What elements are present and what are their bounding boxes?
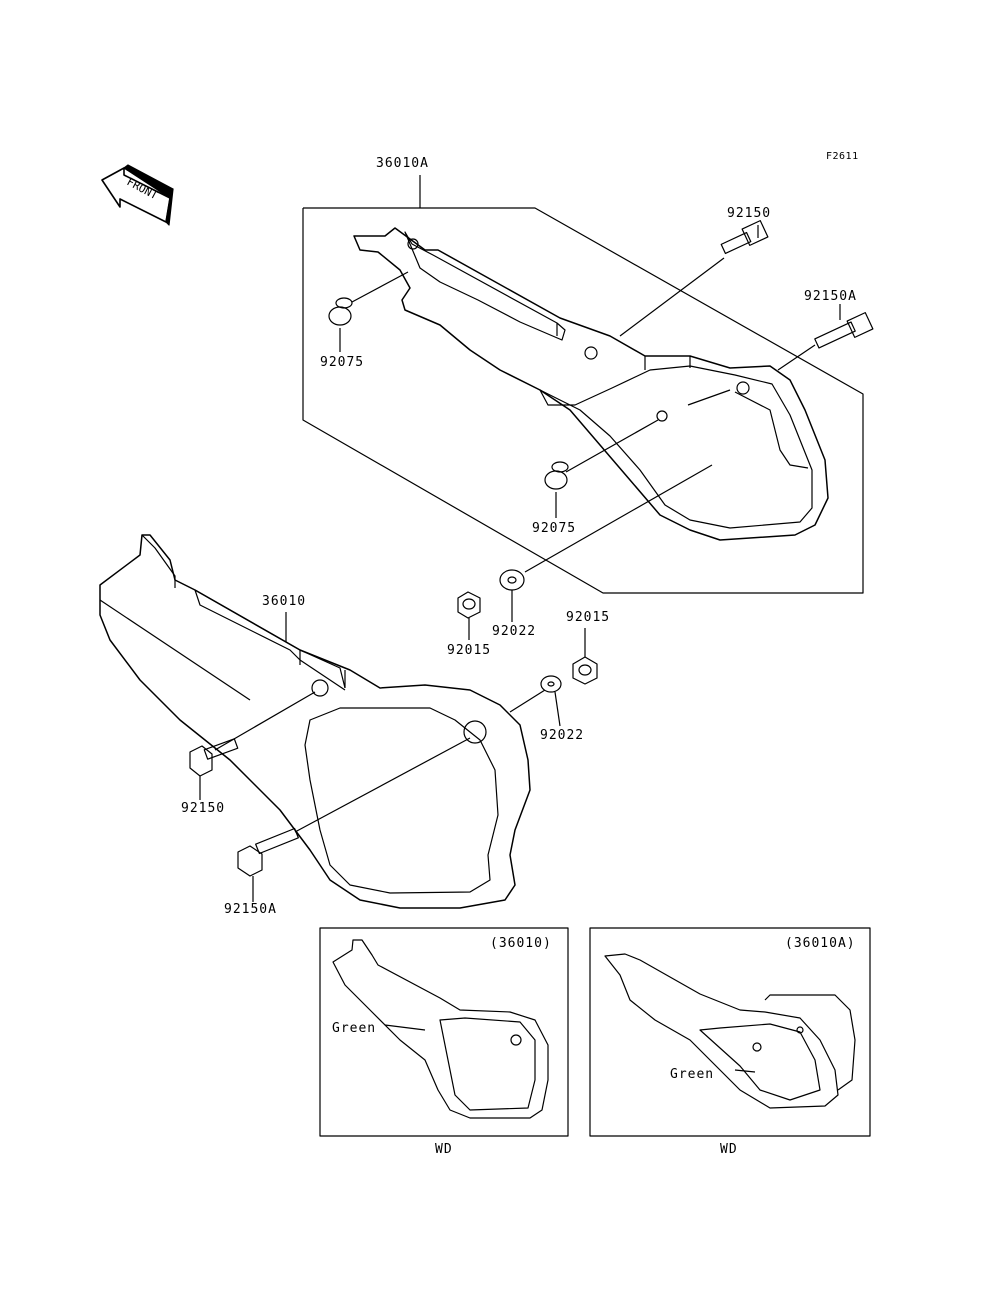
inset-36010-drawing <box>332 939 549 1119</box>
inset-box-36010 <box>319 927 569 1137</box>
side-cover-left-part <box>99 534 531 909</box>
washer-92022-left <box>499 569 525 591</box>
group-frame <box>302 207 864 594</box>
grommet-92075-top <box>328 297 353 326</box>
inset-36010a-title: (36010A) <box>785 936 856 951</box>
callout-92150-top: 92150 <box>727 206 772 221</box>
diagram-id: F2611 <box>826 151 859 162</box>
callout-92150a-bottom: 92150A <box>224 902 277 917</box>
inset-36010-color-label: Green <box>332 1021 377 1036</box>
front-arrow-icon: FRONT <box>101 164 174 226</box>
nut-92015-right <box>572 656 598 685</box>
grommet-92075-mid <box>544 461 569 490</box>
inset-36010a-drawing <box>604 953 856 1109</box>
side-cover-right-part <box>353 227 829 541</box>
callout-92015-left: 92015 <box>447 643 492 658</box>
washer-92022-right <box>540 675 562 693</box>
inset-36010-title: (36010) <box>490 936 552 951</box>
callout-92150-bottom: 92150 <box>181 801 226 816</box>
bolt-92150a-top <box>814 312 874 349</box>
bolt-92150-bottom <box>189 738 239 777</box>
callout-92075-mid: 92075 <box>532 521 577 536</box>
inset-36010a-caption: WD <box>720 1142 738 1157</box>
inset-box-36010a <box>589 927 871 1137</box>
inset-36010-caption: WD <box>435 1142 453 1157</box>
callout-92015-right: 92015 <box>566 610 611 625</box>
callout-36010a: 36010A <box>376 156 429 171</box>
bolt-92150a-bottom <box>237 827 299 877</box>
callout-92150a-top: 92150A <box>804 289 857 304</box>
nut-92015-left <box>457 591 481 619</box>
inset-36010a-color-label: Green <box>670 1067 715 1082</box>
bolt-92150-top <box>720 220 769 255</box>
callout-92075-top: 92075 <box>320 355 365 370</box>
callout-92022-right: 92022 <box>540 728 585 743</box>
callout-92022-left: 92022 <box>492 624 537 639</box>
callout-36010: 36010 <box>262 594 307 609</box>
